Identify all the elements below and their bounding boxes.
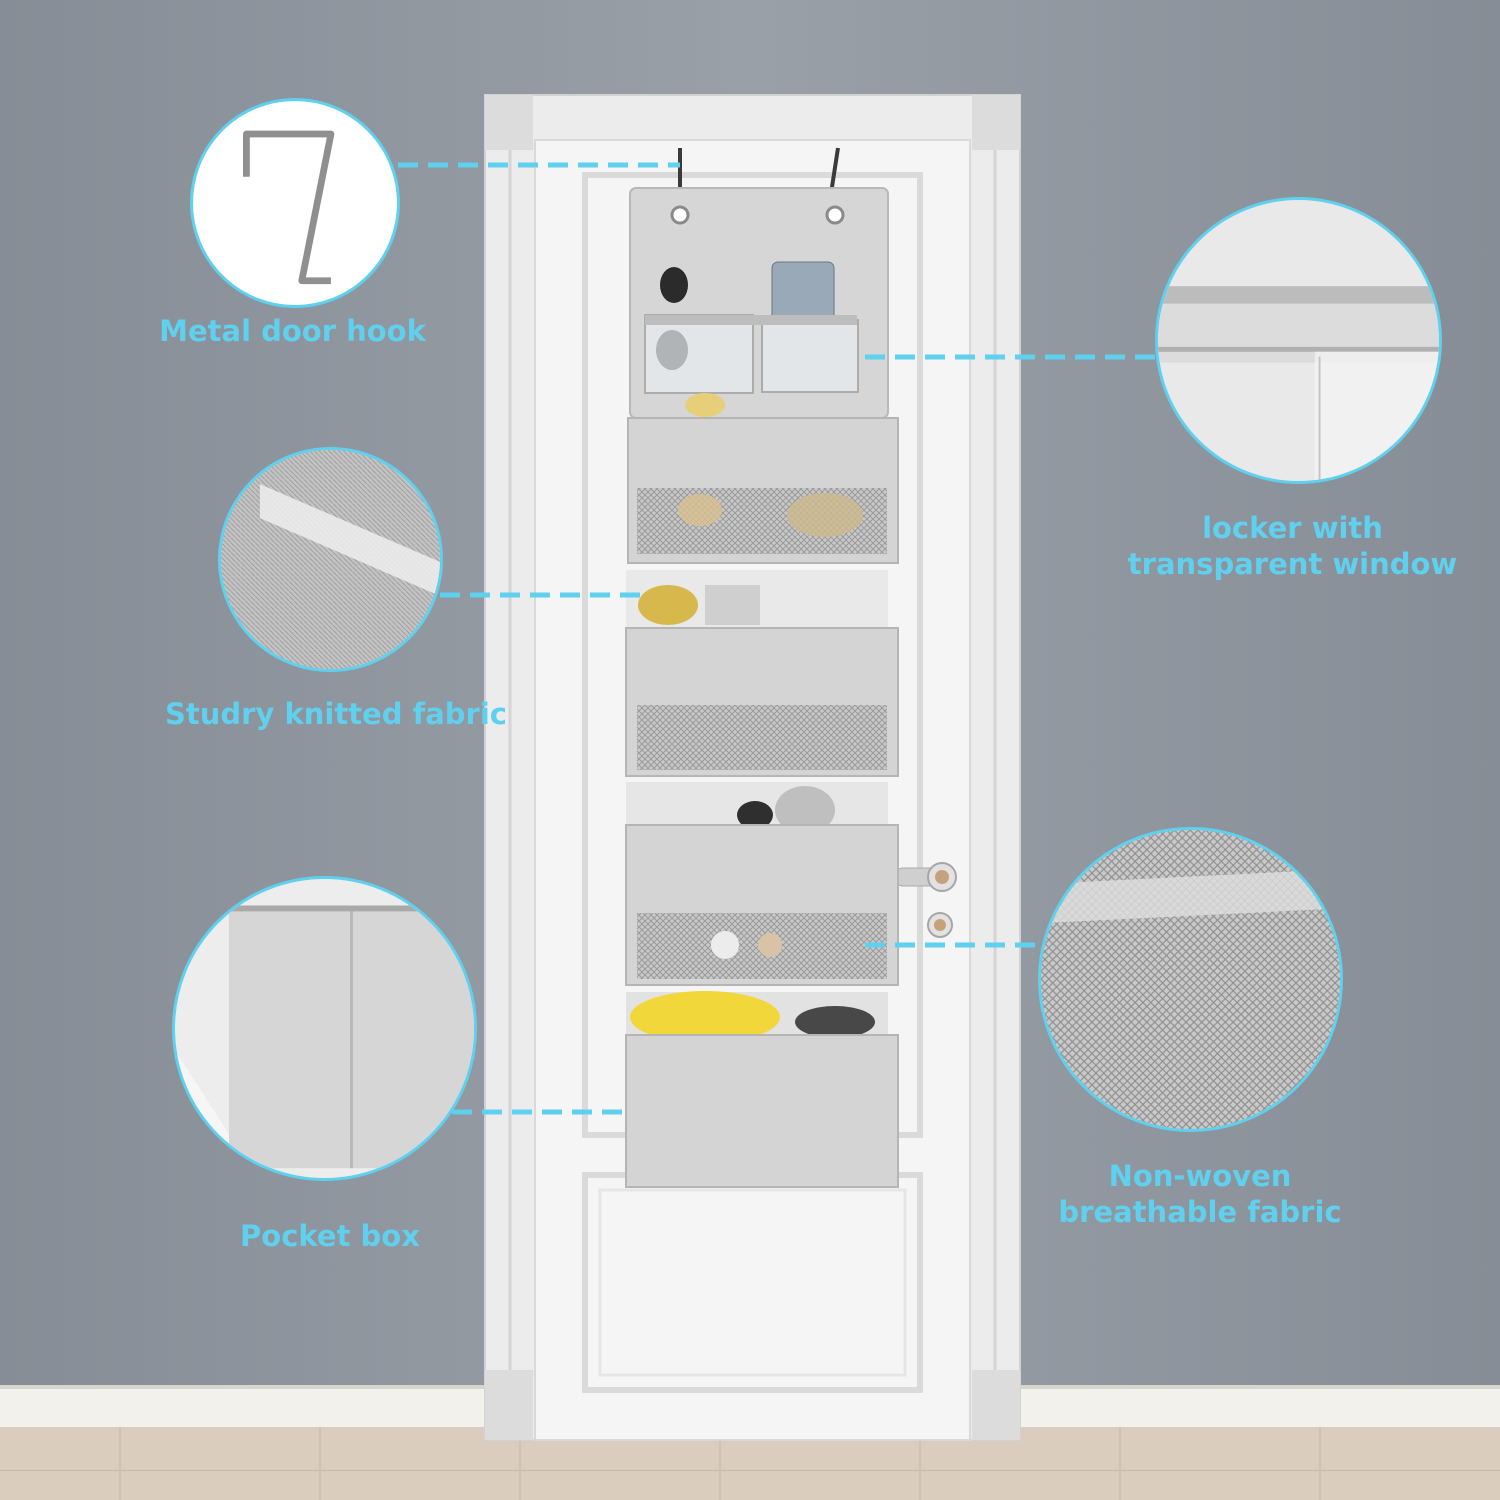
window-label-line2: transparent window [1127,547,1458,581]
knitted-fabric-icon [221,450,440,669]
nonwoven-fabric-icon [1041,830,1340,1129]
hook-detail-circle [190,98,400,308]
transparent-window-icon [1158,286,1439,481]
window-detail-circle [1155,197,1442,484]
nonwoven-label-line1: Non-woven [1108,1159,1292,1193]
window-label-line1: locker with [1202,511,1383,545]
pocket-box-circle [172,876,477,1181]
nonwoven-label-line2: breathable fabric [1058,1195,1342,1229]
pocket-label: Pocket box [240,1219,420,1253]
knitted-fabric-circle [218,447,443,672]
hook-label: Metal door hook [159,314,426,348]
hook-icon [243,130,335,285]
pocket-box-icon [175,905,474,1169]
nonwoven-label: Non-woven breathable fabric [1050,1158,1350,1230]
callout-connectors [398,162,1155,1115]
knitted-label: Studry knitted fabric [165,697,507,731]
hanging-organizer [625,187,899,1188]
window-label: locker with transparent window [1120,510,1465,582]
nonwoven-fabric-circle [1038,827,1343,1132]
